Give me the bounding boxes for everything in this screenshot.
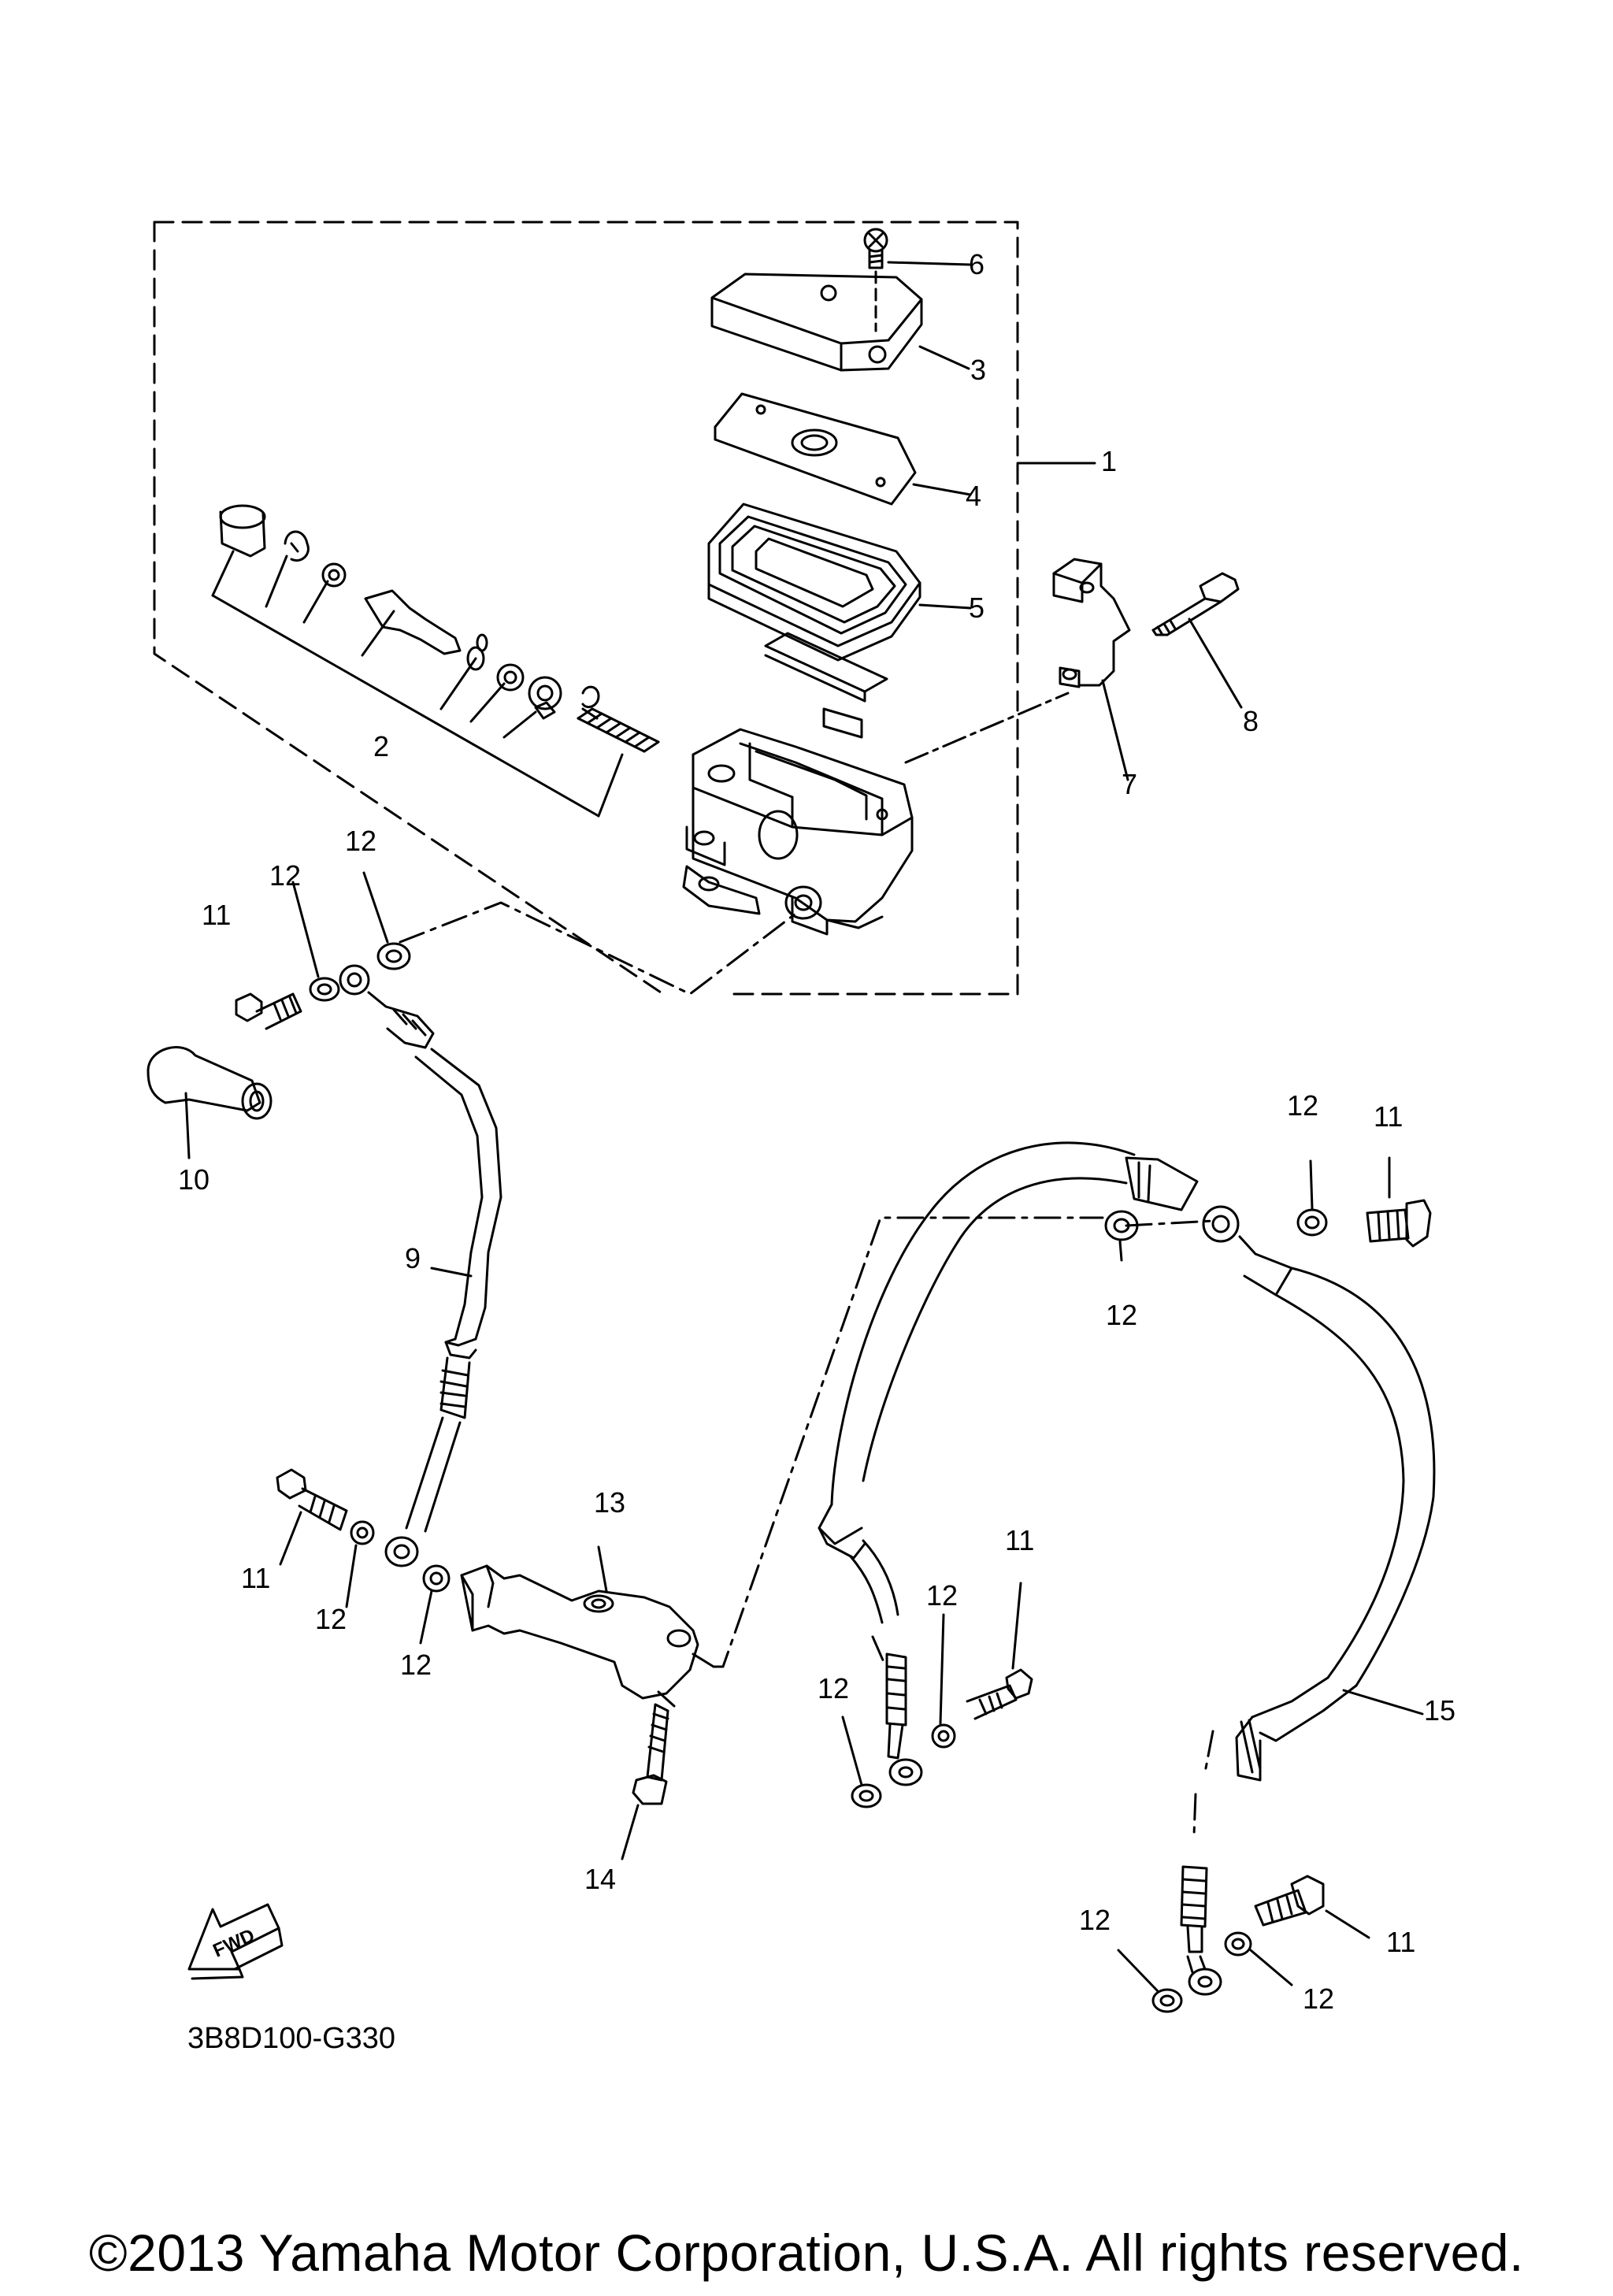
callout-4: 4 <box>966 480 982 512</box>
cap-part-3 <box>710 273 970 372</box>
washer-part-12g <box>1104 1210 1139 1262</box>
callout-3: 3 <box>970 354 987 386</box>
callout-12c: 12 <box>315 1603 347 1635</box>
hose-fitting-center <box>885 1652 923 1786</box>
spring <box>577 707 660 753</box>
callout-13: 13 <box>594 1486 626 1519</box>
hose-end-lower-left <box>384 1536 419 1567</box>
callout-12j: 12 <box>1303 1983 1335 2015</box>
callout-8: 8 <box>1243 705 1259 737</box>
callout-11d: 11 <box>1374 1100 1403 1133</box>
banjo-bolt-part-11b <box>276 1468 348 1566</box>
banjo-bolt-part-11d <box>1366 1156 1432 1248</box>
master-cylinder-body <box>682 692 1070 936</box>
joint-bracket-part-13 <box>460 1545 715 1700</box>
bellows-part-5 <box>707 503 972 662</box>
callout-12a: 12 <box>269 859 302 892</box>
diagram-code: 3B8D100-G330 <box>187 2022 396 2055</box>
callout-14: 14 <box>584 1863 617 1895</box>
brake-hose-part-15 <box>818 1141 1436 1782</box>
callout-6: 6 <box>969 248 985 280</box>
hose-fitting-right <box>1180 1865 1222 1996</box>
washer-part-12a <box>291 881 340 1002</box>
piston-kit-part-2 <box>211 504 660 818</box>
callout-12d: 12 <box>400 1649 432 1681</box>
callout-12g: 12 <box>1106 1299 1138 1331</box>
callout-1: 1 <box>1101 445 1118 477</box>
spacer-plate <box>764 632 888 703</box>
callout-2: 2 <box>373 730 390 762</box>
callout-12i: 12 <box>1079 1904 1111 1936</box>
boot-cap-part-10 <box>146 1046 273 1159</box>
screw-part-6 <box>863 228 972 332</box>
banjo-bolt-part-11a <box>235 992 302 1030</box>
washer-part-12j <box>1224 1931 1293 1986</box>
callout-11a: 11 <box>202 899 232 931</box>
callout-12e: 12 <box>818 1672 850 1704</box>
callout-10: 10 <box>178 1163 210 1196</box>
callout-12f: 12 <box>926 1579 959 1612</box>
callout-11b: 11 <box>241 1562 271 1594</box>
bolt-part-14 <box>621 1690 676 1860</box>
callout-11c: 11 <box>1005 1524 1035 1556</box>
washer-part-12i <box>1117 1949 1183 2013</box>
diaphragm-plate-part-4 <box>714 392 972 506</box>
callout-15: 15 <box>1424 1694 1456 1727</box>
routing-lines <box>399 901 1214 1837</box>
washer-part-12d <box>419 1564 451 1645</box>
callout-5: 5 <box>969 592 985 624</box>
brake-hose-part-9 <box>339 964 502 1533</box>
callout-12b: 12 <box>345 825 377 857</box>
washer-part-12f <box>931 1613 956 1749</box>
fwd-arrow-icon <box>187 1903 284 1980</box>
copyright-notice: ©2013 Yamaha Motor Corporation, U.S.A. A… <box>89 2224 1524 2282</box>
washer-part-12h <box>1296 1159 1328 1237</box>
banjo-bolt-part-11e <box>1254 1875 1370 1939</box>
callout-11e: 11 <box>1386 1926 1416 1958</box>
bolt-part-8 <box>1151 572 1243 709</box>
callout-7: 7 <box>1122 768 1138 800</box>
clamp-part-7 <box>1052 558 1131 781</box>
assembly-boundary <box>153 221 1096 996</box>
banjo-bolt-part-11c <box>966 1582 1033 1720</box>
washer-part-12b <box>362 871 411 970</box>
washer-part-12c <box>345 1520 375 1608</box>
washer-part-12e <box>841 1716 882 1808</box>
callout-12h: 12 <box>1287 1089 1319 1122</box>
callout-9: 9 <box>405 1242 421 1274</box>
